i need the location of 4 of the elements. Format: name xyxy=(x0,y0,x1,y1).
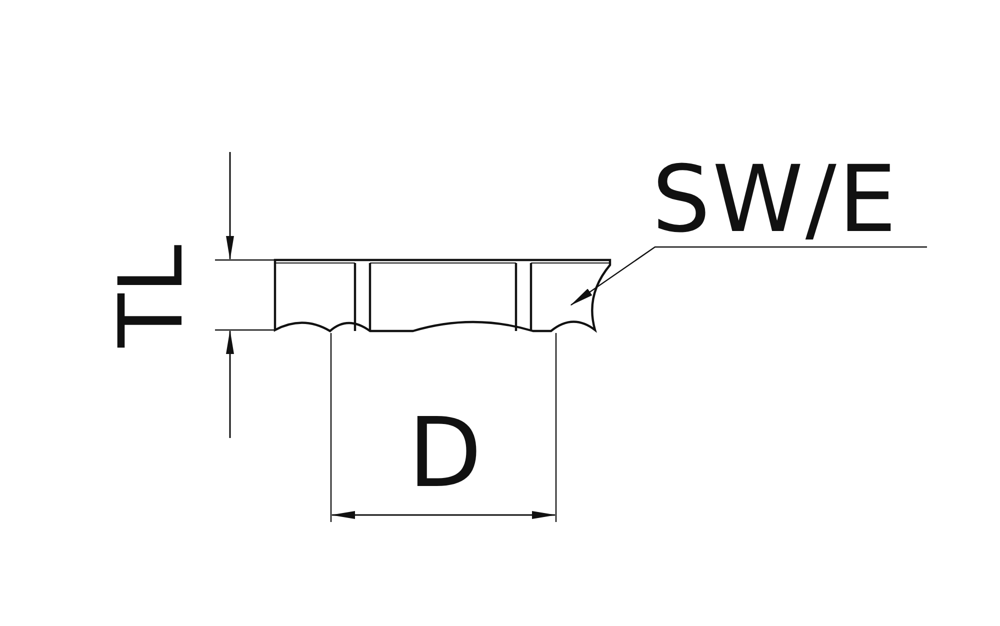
dimension-label: TL xyxy=(107,244,196,348)
dimension-label: D xyxy=(408,405,482,501)
leader-line xyxy=(570,246,927,306)
dimension-label: SW/E xyxy=(652,154,898,246)
